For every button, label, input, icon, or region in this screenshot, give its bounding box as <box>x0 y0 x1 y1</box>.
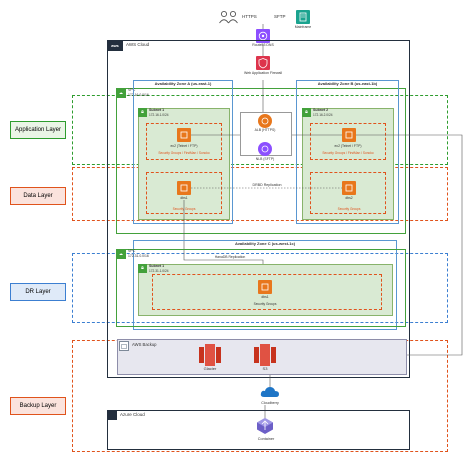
aws-cloud-header: aws <box>107 40 123 51</box>
vpc-dr-icon: ☁ <box>116 249 126 259</box>
az-a-ec2-label: ec2 (Telnet / FTP) <box>170 144 198 148</box>
route53-icon <box>256 29 270 43</box>
application-layer-band <box>72 95 448 165</box>
alb-icon <box>258 114 272 128</box>
mainframe-icon <box>296 10 310 24</box>
cloudberry-icon <box>260 385 280 399</box>
az-a-subnet-title: Subnet 1 <box>149 108 165 112</box>
s3-label: S3 <box>262 366 268 371</box>
az-a-title: Availability Zone A (us-east-1) <box>154 81 212 86</box>
az-a-subnet-lock-icon: 🔒︎ <box>138 108 147 117</box>
az-b-ec2-label: ec2 (Telnet / FTP) <box>334 144 362 148</box>
az-a-box <box>133 80 233 224</box>
drbd-label: DRBD Replication <box>252 183 282 187</box>
az-b-ec2-icon <box>342 128 356 142</box>
az-a-ec2-icon <box>177 128 191 142</box>
backup-layer-tag: Backup Layer <box>10 397 66 415</box>
az-b-subnet-cidr: 172.16.2.0/24 <box>313 113 333 117</box>
vpc-dr-title: VPC <box>128 249 136 253</box>
az-a-sg-label: Security Groups / FirstMan / Sonoko <box>158 151 210 155</box>
application-layer-tag: Application Layer <box>10 121 66 139</box>
waf-icon <box>256 56 270 70</box>
nlb-label: NLB (SFTP) <box>255 157 275 161</box>
aws-backup-title: AWS Backup <box>132 342 157 347</box>
https-label: HTTPS <box>242 14 257 19</box>
waf-label: Web Application Firewall <box>243 71 283 75</box>
az-a-db-icon <box>177 181 191 195</box>
az-c-sg-label: Security Groups <box>253 302 277 306</box>
az-c-subnet-cidr: 172.31.1.0/24 <box>149 269 169 273</box>
az-b-subnet-lock-icon: 🔒︎ <box>302 108 311 117</box>
az-c-db-label: dbs1 <box>261 295 269 299</box>
glacier-label: Glacier <box>203 366 217 371</box>
vpc-primary-cidr: 172.16.0.0/16 <box>128 93 149 97</box>
nlb-icon <box>258 142 272 156</box>
application-layer-label: Application Layer <box>14 127 62 133</box>
azure-cloud-header <box>107 410 117 420</box>
container-icon <box>256 417 274 435</box>
dr-layer-tag: DR Layer <box>10 283 66 301</box>
vpc-dr-box <box>116 249 406 327</box>
az-a-db-label: dbs1 <box>180 196 188 200</box>
az-c-db-icon <box>258 280 272 294</box>
vpc-primary-title: VPC <box>128 88 136 92</box>
azure-cloud-box <box>107 410 410 450</box>
az-b-db-sg-label: Security Groups <box>337 207 361 211</box>
az-a-app-security-group <box>146 123 222 160</box>
az-c-title: Availability Zone C (us-west-1c) <box>234 241 296 246</box>
vpc-dr-cidr: 172.31.0.0/16 <box>128 254 149 258</box>
az-c-security-group <box>152 274 382 310</box>
glacier-icon <box>199 344 221 366</box>
az-b-db-label: dbs2 <box>345 196 353 200</box>
s3-icon <box>254 344 276 366</box>
mainframe-label: Mainframe <box>294 25 312 29</box>
replication-label: HanaDB Replication <box>214 255 246 259</box>
az-c-subnet-title: Subnet 1 <box>149 264 165 268</box>
az-a-db-sg-label: Security Groups <box>172 207 196 211</box>
container-label: Container <box>257 437 275 441</box>
alb-label: ALB (HTTPS) <box>254 128 276 132</box>
az-b-db-icon <box>342 181 356 195</box>
users-icon <box>218 10 240 26</box>
az-b-sg-label: Security Groups / FirstMan / Sonoko <box>322 151 374 155</box>
aws-backup-icon <box>119 341 129 351</box>
sftp-label: SFTP <box>274 14 286 19</box>
az-b-subnet-title: Subnet 2 <box>313 108 329 112</box>
data-layer-label: Data Layer <box>23 193 53 199</box>
azure-cloud-title: Azure Cloud <box>120 412 145 417</box>
cloudberry-label: Cloudberry <box>261 401 279 405</box>
aws-cloud-title: AWS Cloud <box>126 42 150 47</box>
dr-layer-label: DR Layer <box>25 289 51 295</box>
az-c-subnet-lock-icon: 🔒︎ <box>138 264 147 273</box>
vpc-primary-icon: ☁ <box>116 88 126 98</box>
data-layer-tag: Data Layer <box>10 187 66 205</box>
az-b-title: Availability Zone B (us-east-1b) <box>317 81 378 86</box>
az-c-box <box>133 240 397 330</box>
backup-layer-label: Backup Layer <box>19 403 57 409</box>
az-a-subnet-cidr: 172.16.1.0/24 <box>149 113 169 117</box>
